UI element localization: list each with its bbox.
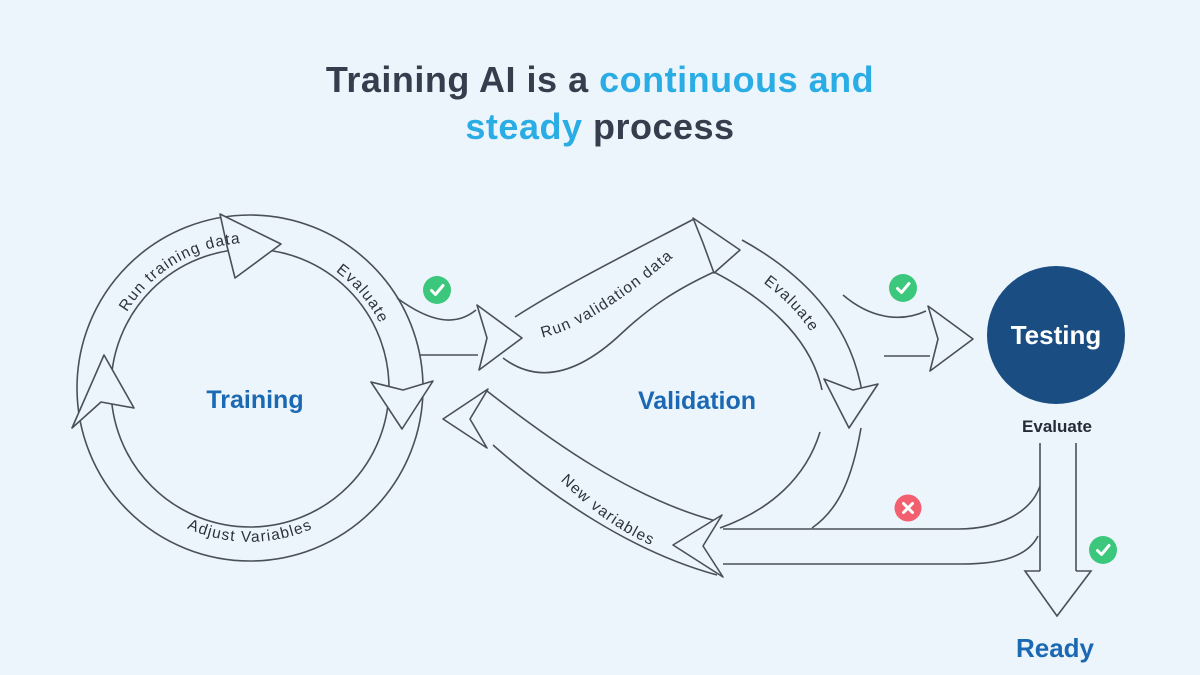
check-mark [430, 284, 445, 296]
check-icon [1089, 536, 1117, 564]
title-text-dark-2: process [593, 106, 735, 147]
training-loop-top-arrowhead [219, 213, 282, 279]
check-icon [889, 274, 917, 302]
failure-branch-arrowhead [672, 514, 724, 578]
check-mark [1096, 544, 1111, 556]
failure-branch-edge-bottom [723, 535, 1039, 565]
edge-label-run-training-data-text: Run training data [116, 230, 240, 314]
title-line-2: steady process [0, 103, 1200, 150]
page-title: Training AI is a continuous and steady p… [0, 56, 1200, 150]
ready-arrowhead [1023, 570, 1093, 618]
training-loop-left-arrowhead [71, 354, 135, 429]
check-icon [423, 276, 451, 304]
testing-evaluate-label: Evaluate [1022, 417, 1092, 436]
validation-to-testing-arrowhead [927, 305, 974, 372]
title-text-blue-2: steady [465, 106, 583, 147]
validation-evaluate-band-outer [741, 239, 863, 393]
title-text-dark-1: Training AI is a [325, 59, 589, 100]
ready-node-label: Ready [1016, 633, 1095, 663]
training-loop-right-arrowhead [370, 380, 434, 430]
new-variables-band-top [486, 390, 717, 522]
failure-branch-edge-top [723, 485, 1041, 530]
x-icon [894, 494, 922, 522]
title-line-1: Training AI is a continuous and [0, 56, 1200, 103]
validation-lower-segment-inner [719, 431, 821, 529]
check-mark [896, 282, 911, 294]
edge-label-training-evaluate: Evaluate [333, 261, 392, 326]
run-validation-band-bottom [502, 271, 715, 374]
x-mark [902, 502, 914, 514]
validation-node-label: Validation [638, 387, 756, 415]
edge-label-new-variables: New variables [557, 471, 657, 549]
training-to-validation-edge-top [396, 297, 477, 321]
validation-evaluate-band-inner [713, 271, 823, 391]
testing-node [987, 266, 1125, 404]
run-validation-band-top [514, 218, 695, 318]
run-validation-arrowhead [692, 217, 741, 274]
check-circle [423, 276, 451, 304]
new-variables-band-bottom [492, 444, 718, 576]
edge-label-run-validation-data-text: Run validation data [539, 247, 675, 342]
validation-to-testing-edge-top [842, 294, 927, 318]
edge-label-adjust-variables: Adjust Variables [185, 516, 315, 546]
validation-lower-segment-outer [811, 427, 862, 529]
check-circle [1089, 536, 1117, 564]
edge-label-validation-evaluate: Evaluate [761, 272, 822, 335]
edge-label-new-variables-text: New variables [557, 471, 656, 549]
edge-label-adjust-variables-text: Adjust Variables [185, 516, 313, 546]
validation-evaluate-arrowhead [823, 378, 879, 429]
edge-label-validation-evaluate-text: Evaluate [761, 272, 821, 335]
new-variables-arrowhead [442, 388, 489, 449]
training-to-validation-arrowhead [476, 304, 523, 371]
testing-node-label: Testing [1011, 320, 1102, 350]
title-text-blue-1: continuous and [599, 59, 875, 100]
edge-label-training-evaluate-text: Evaluate [333, 261, 391, 326]
edge-label-run-validation-data: Run validation data [539, 247, 677, 342]
training-node-label: Training [206, 386, 303, 414]
edge-label-run-training-data: Run training data [116, 230, 242, 314]
check-circle [889, 274, 917, 302]
